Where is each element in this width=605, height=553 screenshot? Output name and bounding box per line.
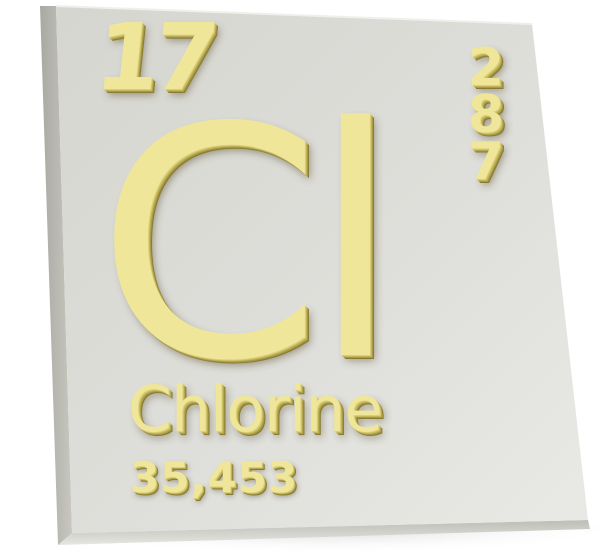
- tile-top-highlight: [55, 5, 533, 25]
- electron-shell-2: 8: [467, 85, 505, 145]
- element-name: Chlorine: [128, 373, 383, 446]
- tile-left-edge: [40, 6, 72, 545]
- tile-face: [56, 6, 588, 533]
- electron-shell-1: 2: [467, 38, 505, 98]
- element-symbol: Cl: [96, 60, 400, 430]
- atomic-mass: 35,453: [130, 453, 299, 502]
- tile-bottom-edge: [58, 520, 590, 545]
- electron-shell-3: 7: [467, 132, 505, 192]
- electron-shells: 2 8 7: [466, 38, 506, 192]
